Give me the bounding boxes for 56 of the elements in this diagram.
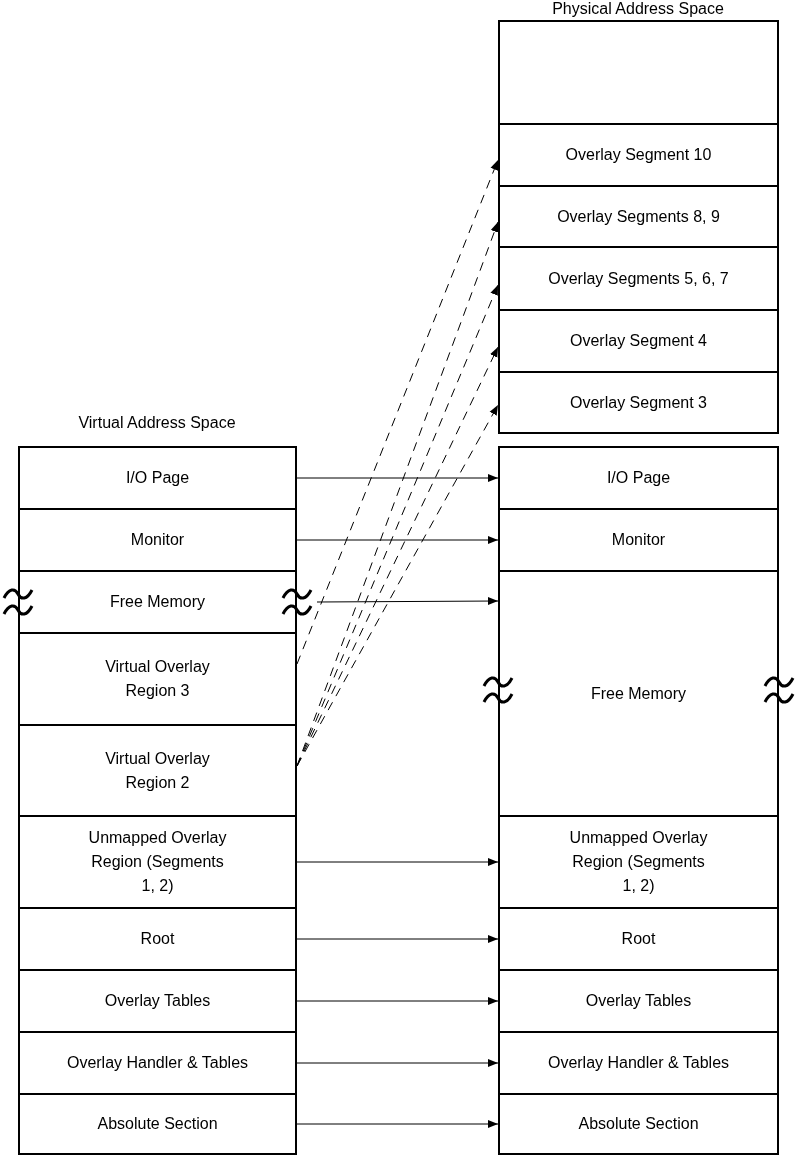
block-label: Overlay Tables — [104, 991, 211, 1011]
block-label: Overlay Segment 10 — [565, 145, 712, 165]
memory-block — [498, 1093, 779, 1155]
memory-block — [18, 907, 297, 971]
block-label: Unmapped Overlay Region (Segments 1, 2) — [568, 828, 709, 896]
block-label: Overlay Segment 3 — [570, 392, 707, 413]
column-heading: Virtual Address Space — [78, 414, 236, 432]
block-label: Absolute Section — [97, 1114, 218, 1134]
block-label: Unmapped Overlay Region (Segments 1, 2) — [87, 828, 228, 896]
block-label: Free Memory — [109, 592, 206, 612]
arrow — [296, 1059, 499, 1067]
block-label: Overlay Handler & Tables — [547, 1053, 730, 1073]
block-label: Root — [621, 929, 656, 949]
block-label: Overlay Tables — [585, 991, 692, 1011]
memory-block — [498, 185, 779, 248]
block-label: Overlay Segments 5, 6, 7 — [548, 268, 729, 289]
arrow — [296, 858, 499, 866]
memory-block — [18, 570, 297, 634]
empty-block — [498, 20, 779, 125]
arrow — [296, 1120, 499, 1128]
block-label: I/O Page — [125, 468, 190, 488]
memory-block — [498, 246, 779, 311]
memory-block — [18, 1093, 297, 1155]
memory-block — [498, 969, 779, 1033]
memory-block — [18, 724, 297, 817]
block-label: I/O Page — [606, 468, 671, 488]
memory-block — [498, 508, 779, 572]
arrow — [296, 474, 499, 482]
memory-block — [498, 570, 779, 817]
block-label: Monitor — [130, 530, 185, 550]
memory-block — [18, 632, 297, 726]
arrow — [296, 536, 499, 544]
memory-block — [18, 815, 297, 909]
arrow — [296, 935, 499, 943]
block-label: Virtual Overlay Region 2 — [104, 748, 211, 793]
block-label: Monitor — [611, 530, 666, 550]
memory-block — [18, 1031, 297, 1095]
block-label: Root — [140, 929, 175, 949]
block-label: Overlay Segments 8, 9 — [557, 206, 720, 227]
memory-block — [498, 815, 779, 909]
memory-block — [18, 446, 297, 510]
arrow — [316, 597, 499, 606]
arrow — [296, 997, 499, 1005]
block-label: Absolute Section — [578, 1114, 699, 1134]
memory-block — [498, 371, 779, 434]
memory-block — [498, 1031, 779, 1095]
memory-block — [498, 123, 779, 187]
memory-block — [498, 309, 779, 373]
memory-block — [498, 446, 779, 510]
block-label: Virtual Overlay Region 3 — [104, 657, 211, 701]
block-label: Overlay Segment 4 — [570, 331, 707, 351]
block-label: Overlay Handler & Tables — [66, 1053, 249, 1073]
memory-block — [18, 969, 297, 1033]
memory-block — [498, 907, 779, 971]
block-label: Free Memory — [590, 683, 687, 704]
memory-block — [18, 508, 297, 572]
